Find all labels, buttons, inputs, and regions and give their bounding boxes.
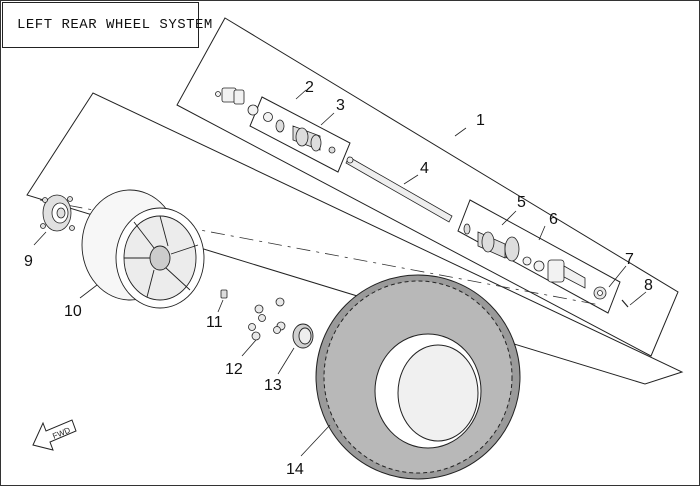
callout-8: 8 — [644, 277, 653, 294]
inner-cv-boot — [275, 119, 336, 154]
driveshaft-group-outline — [176, 17, 679, 357]
leader-lines — [33, 89, 647, 457]
diagram-title: LEFT REAR WHEEL SYSTEM — [17, 17, 213, 33]
callout-11: 11 — [206, 314, 223, 331]
title-box: LEFT REAR WHEEL SYSTEM — [2, 2, 212, 48]
inner-joint-box — [249, 96, 351, 173]
center-cap — [292, 323, 314, 349]
callout-6: 6 — [549, 211, 558, 228]
callout-5: 5 — [517, 194, 526, 211]
drive-shaft — [345, 156, 453, 223]
wheel-hub — [40, 194, 75, 232]
callout-14: 14 — [286, 461, 304, 478]
wheel-rim — [81, 189, 205, 309]
callout-7: 7 — [625, 251, 634, 268]
outer-cv-boot — [463, 223, 520, 262]
outer-joint-box — [457, 199, 621, 314]
cotter-pin — [621, 299, 629, 308]
outer-cv-joint — [522, 256, 586, 289]
forward-arrow-icon: FWD — [32, 419, 77, 451]
callout-2: 2 — [305, 79, 314, 96]
callout-1: 1 — [476, 112, 485, 129]
callout-10: 10 — [64, 303, 82, 320]
callout-9: 9 — [24, 253, 33, 270]
valve-stem — [220, 289, 228, 299]
callout-12: 12 — [225, 361, 243, 378]
callout-13: 13 — [264, 377, 282, 394]
lug-nuts — [248, 297, 286, 341]
axle-nut — [593, 286, 607, 300]
inner-cv-joint — [215, 87, 273, 122]
callout-4: 4 — [420, 160, 429, 177]
tire — [315, 274, 521, 480]
callout-3: 3 — [336, 97, 345, 114]
